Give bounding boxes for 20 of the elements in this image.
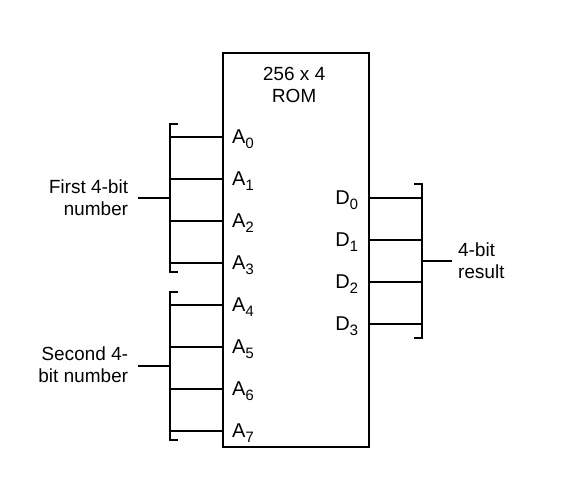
pin-label: A$_{0}$	[232, 126, 254, 154]
group-label: First 4-bit number	[48, 177, 128, 221]
pin-label: D$_{2}$	[335, 271, 358, 299]
pin-label: A$_{1}$	[232, 168, 254, 196]
pin-label: D$_{0}$	[335, 187, 358, 215]
bus-bracket-line	[137, 123, 223, 273]
group-label: 4-bit result	[458, 240, 506, 284]
bus-bracket-line	[137, 291, 223, 441]
bus-bracket-line	[369, 183, 453, 339]
chip-title: 256 x 4 ROM	[262, 64, 326, 108]
pin-label: D$_{3}$	[335, 313, 358, 341]
rom-chip-box	[222, 52, 370, 448]
pin-label: A$_{3}$	[232, 252, 254, 280]
group-label: Second 4-bit number	[37, 344, 128, 388]
pin-label: A$_{4}$	[232, 294, 254, 322]
pin-label: A$_{7}$	[232, 420, 254, 448]
pin-label: A$_{5}$	[232, 336, 254, 364]
pin-label: A$_{6}$	[232, 378, 254, 406]
pin-label: A$_{2}$	[232, 210, 254, 238]
pin-label: D$_{1}$	[335, 229, 358, 257]
